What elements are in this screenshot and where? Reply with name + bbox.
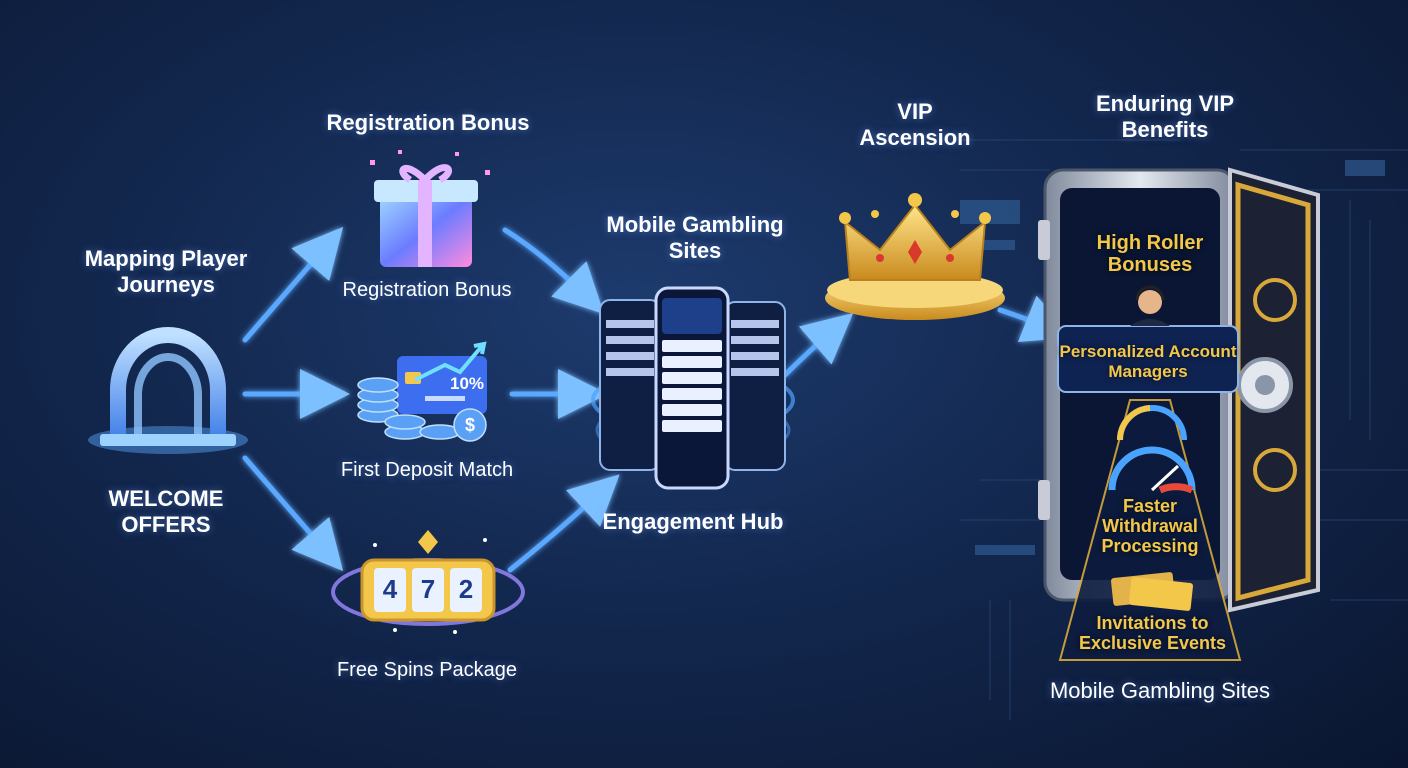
slot-digit-1: 4 — [382, 574, 398, 604]
benefits-heading: Enduring VIP Benefits — [1095, 91, 1235, 142]
registration-label: Registration Bonus — [342, 279, 512, 301]
svg-text:$: $ — [465, 415, 475, 435]
spins-label: Free Spins Package — [336, 659, 518, 681]
slot-digit-3: 2 — [458, 574, 474, 604]
slot-digit-2: 7 — [420, 574, 436, 604]
arrow-registration-to-hub — [502, 227, 605, 315]
vip-label: VIP Ascension — [859, 99, 971, 150]
benefit-high-roller: High Roller Bonuses — [1096, 232, 1204, 276]
arrow-spins-to-hub — [507, 474, 620, 573]
arrow-hub-to-vip — [782, 312, 854, 378]
benefit-faster-withdrawal: Faster Withdrawal Processing — [1101, 496, 1199, 556]
benefit-account-managers: Personalized Account Managers — [1059, 342, 1237, 381]
deposit-label: First Deposit Match — [340, 459, 514, 481]
welcome-heading: Registration Bonus — [326, 110, 530, 135]
start-subtitle: WELCOME OFFERS — [108, 486, 224, 537]
hub-bottom-label: Engagement Hub — [602, 509, 784, 534]
benefits-footer: Mobile Gambling Sites — [1049, 678, 1271, 703]
benefit-exclusive-events: Invitations to Exclusive Events — [1078, 613, 1227, 653]
start-title: Mapping Player Journeys — [84, 246, 248, 297]
deposit-badge: 10% — [450, 374, 485, 393]
arrow-to-spins — [242, 455, 344, 572]
arrow-to-registration — [242, 226, 344, 343]
hub-top-label: Mobile Gambling Sites — [606, 212, 784, 263]
